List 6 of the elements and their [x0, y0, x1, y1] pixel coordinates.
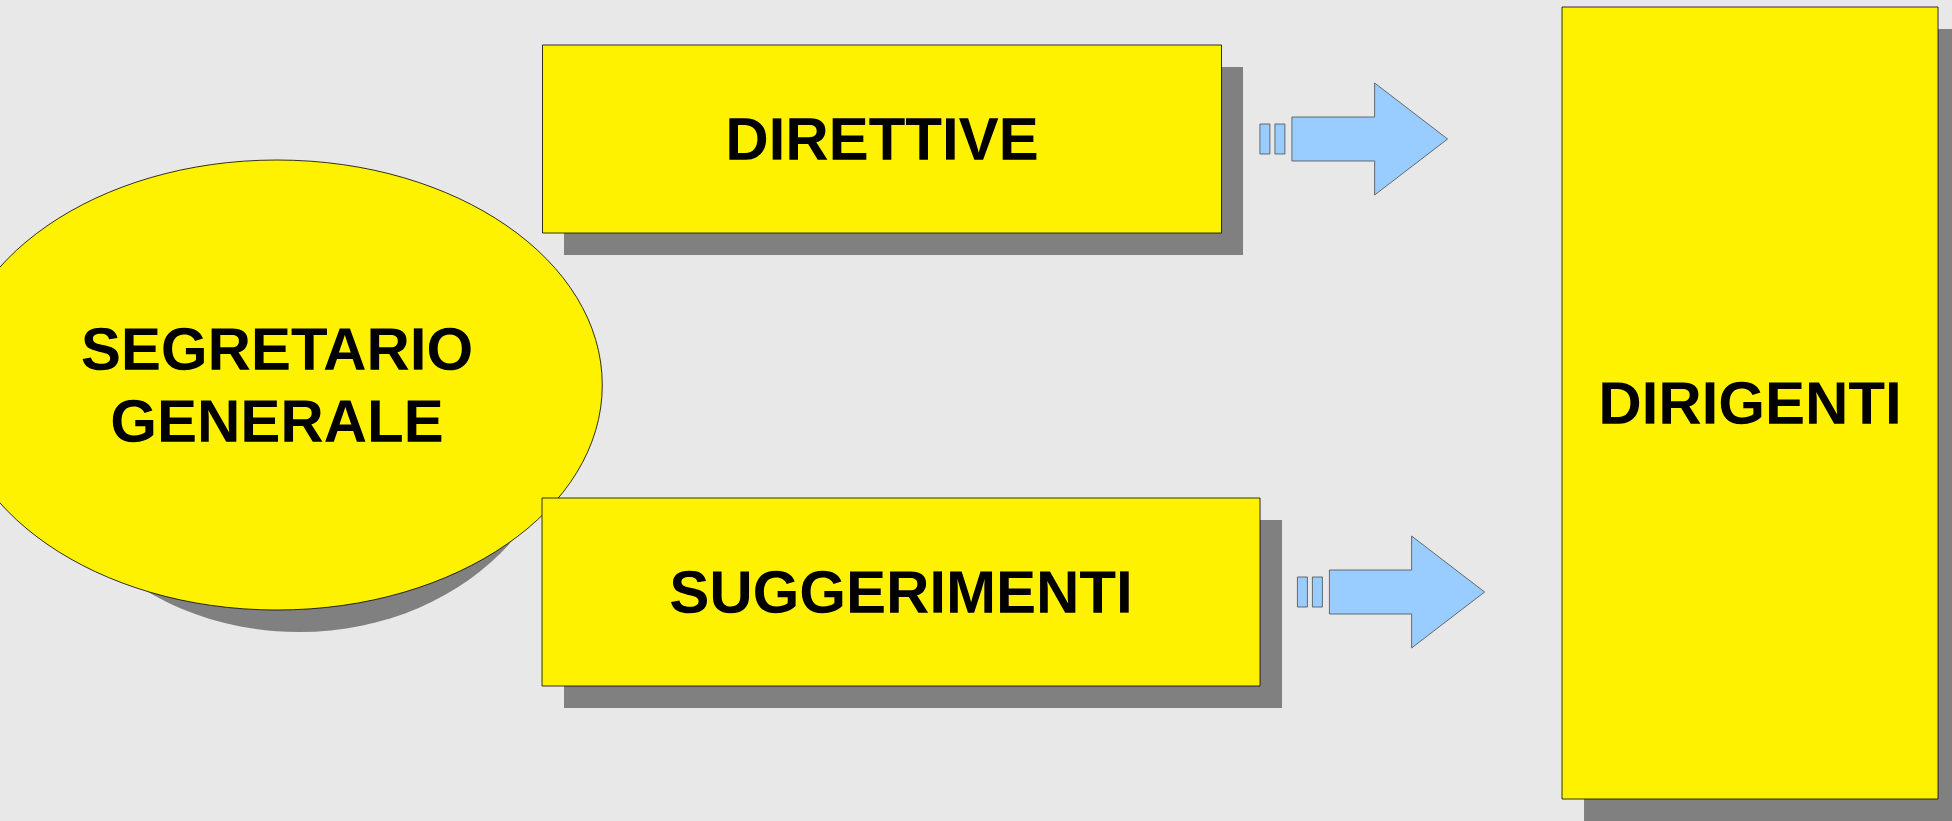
- process-box: DIRETTIVE: [542, 44, 1243, 255]
- block-arrow: [1259, 82, 1448, 196]
- process-box: SUGGERIMENTI: [541, 497, 1282, 708]
- process-box: DIRIGENTI: [1561, 6, 1952, 821]
- ellipse-node: SEGRETARIO GENERALE: [0, 159, 603, 632]
- block-arrow: [1297, 535, 1485, 649]
